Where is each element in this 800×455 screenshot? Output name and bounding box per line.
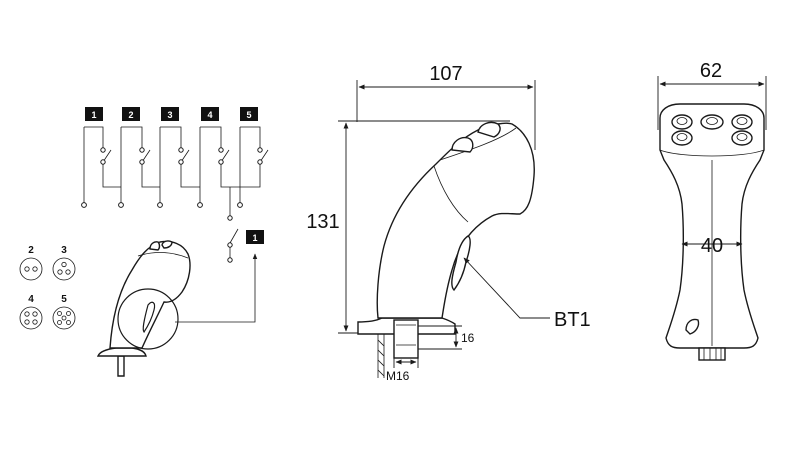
- mount-panel: [377, 334, 385, 378]
- switch-2: 2: [120, 107, 160, 203]
- front-thread: [698, 347, 726, 361]
- switch-label: 5: [246, 110, 251, 120]
- switch-1: 1: [83, 107, 121, 203]
- front-width-dimension: 62: [700, 60, 722, 82]
- top-button: [451, 136, 474, 153]
- connector-4pin: 4: [19, 294, 43, 330]
- connector-pinouts: 2 3 4 5: [19, 245, 76, 330]
- width-dimension: 107: [429, 63, 462, 85]
- side-view: 107 131 16 M16: [306, 63, 590, 383]
- terminal-dots: [81, 147, 263, 208]
- switch-badge: [201, 107, 219, 121]
- switch-badge: [240, 107, 258, 121]
- trigger-switch: 1: [175, 187, 264, 323]
- switch-label: 1: [91, 110, 96, 120]
- switch-label: 2: [128, 110, 133, 120]
- connector-3pin: 3: [52, 245, 76, 281]
- flange-dimension: 16: [461, 331, 475, 345]
- button-callout: BT1: [554, 309, 591, 331]
- front-view: 62 40: [657, 60, 767, 361]
- wiring-diagram: 1 2 3 4: [81, 107, 269, 323]
- svg-text:5: 5: [61, 294, 67, 305]
- grip-body: [376, 122, 535, 319]
- grip-dimension: 40: [701, 235, 723, 257]
- switch-badge: [122, 107, 140, 121]
- connector-5pin: 5: [52, 294, 76, 330]
- connector-2pin: 2: [19, 245, 43, 281]
- top-button: [477, 121, 501, 138]
- small-joystick-view: [96, 240, 191, 377]
- common-badge: [246, 230, 264, 244]
- switch-4: 4: [199, 107, 240, 203]
- mount-bolt: [393, 319, 419, 359]
- switch-badge: [85, 107, 103, 121]
- front-trigger: [685, 318, 700, 335]
- detail-circle: [117, 288, 179, 350]
- button-cluster: [671, 114, 753, 146]
- svg-text:4: 4: [28, 294, 34, 305]
- switch-label: 3: [167, 110, 172, 120]
- switch-badge: [161, 107, 179, 121]
- height-dimension: 131: [306, 211, 339, 233]
- svg-text:3: 3: [61, 245, 67, 256]
- common-label: 1: [252, 233, 257, 243]
- switch-3: 3: [159, 107, 200, 203]
- svg-text:2: 2: [28, 245, 34, 256]
- switch-5: 5: [239, 107, 269, 203]
- thread-dimension: M16: [386, 369, 410, 383]
- switch-label: 4: [207, 110, 212, 120]
